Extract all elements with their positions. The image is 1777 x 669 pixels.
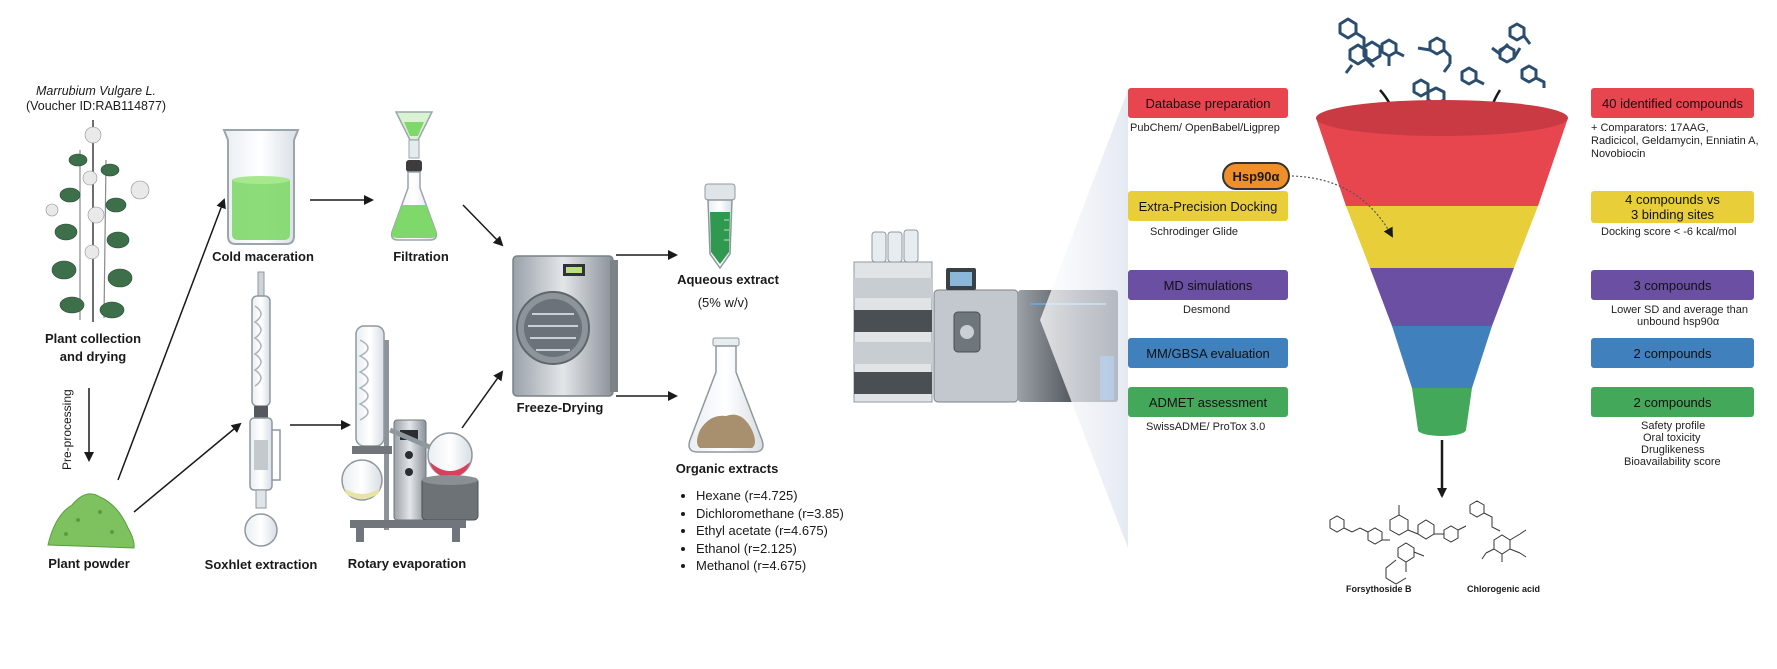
funnel-band <box>1370 268 1514 326</box>
hplc-instrument-illustration <box>853 229 933 403</box>
workflow-steps-column: Database preparation PubChem/ OpenBabel/… <box>1128 88 1288 548</box>
step-sub: Desmond <box>1183 304 1231 316</box>
marrubium-plant-illustration <box>45 120 150 322</box>
step-sub: SwissADME/ ProTox 3.0 <box>1146 421 1266 433</box>
organic-extracts-label: Organic extracts <box>675 461 779 476</box>
plant-species-name: Marrubium Vulgare L. <box>36 84 156 98</box>
result-sub: Oral toxicity <box>1643 432 1701 444</box>
result-sub: Radicicol, Geldamycin, Enniatin A, <box>1591 135 1759 147</box>
step-label: MD simulations <box>1163 277 1253 293</box>
solvent-item: Ethyl acetate (r=4.675) <box>696 522 844 540</box>
result-label: 3 compounds <box>1633 277 1712 293</box>
plant-powder-label: Plant powder <box>48 556 130 571</box>
results-column: 40 identified compounds + Comparators: 1… <box>1591 88 1771 488</box>
step-admet: ADMET assessment <box>1128 387 1288 417</box>
rotary-evaporation-label: Rotary evaporation <box>347 556 467 571</box>
step-sub: PubChem/ OpenBabel/Ligprep <box>1130 122 1280 134</box>
step-mmgbsa: MM/GBSA evaluation <box>1128 338 1288 368</box>
zoom-panel-background <box>1040 90 1128 548</box>
result-sub: Safety profile <box>1641 420 1706 432</box>
solvent-item: Ethanol (r=2.125) <box>696 540 844 558</box>
funnel-rim <box>1316 100 1568 136</box>
preprocessing-label: Pre-processing <box>60 389 74 470</box>
forsythoside-b-structure <box>1329 505 1467 585</box>
forsythoside-b-label: Forsythoside B <box>1346 584 1412 594</box>
solvent-item: Dichloromethane (r=3.85) <box>696 505 844 523</box>
result-sub: + Comparators: 17AAG, <box>1591 122 1709 134</box>
step-label: ADMET assessment <box>1148 394 1268 410</box>
result-sub: Novobiocin <box>1591 148 1646 160</box>
result-sub: Druglikeness <box>1641 444 1705 456</box>
funnel-band <box>1392 326 1492 388</box>
result-40-compounds: 40 identified compounds <box>1591 88 1754 118</box>
screening-funnel <box>1316 100 1568 436</box>
filtration-label: Filtration <box>393 249 449 264</box>
cold-maceration-label: Cold maceration <box>212 249 314 264</box>
result-label: 3 binding sites <box>1630 207 1715 222</box>
beaker-illustration <box>222 129 300 245</box>
funnel-band <box>1412 388 1472 430</box>
step-sub: Schrodinger Glide <box>1150 226 1239 238</box>
soxhlet-extraction-label: Soxhlet extraction <box>204 557 318 572</box>
voucher-id: (Voucher ID:RAB114877) <box>25 99 167 113</box>
step-md-simulations: MD simulations <box>1128 270 1288 300</box>
soxhlet-apparatus-illustration <box>244 271 281 547</box>
solvent-list: Hexane (r=4.725) Dichloromethane (r=3.85… <box>680 487 844 575</box>
result-4-compounds: 4 compounds vs 3 binding sites <box>1591 191 1754 223</box>
hsp90-label: Hsp90α <box>1232 168 1280 184</box>
filtration-funnel-illustration <box>390 111 438 241</box>
aqueous-concentration: (5% w/v) <box>697 295 749 310</box>
result-3-compounds: 3 compounds <box>1591 270 1754 300</box>
falcon-tube-illustration <box>704 183 736 270</box>
chlorogenic-acid-structure <box>1469 500 1527 562</box>
funnel-band <box>1316 118 1568 206</box>
result-label: 40 identified compounds <box>1602 95 1743 111</box>
step-label: Database preparation <box>1145 95 1271 111</box>
result-label: 2 compounds <box>1633 394 1712 410</box>
result-2-compounds-mmgbsa: 2 compounds <box>1591 338 1754 368</box>
plant-drying-label: and drying <box>59 349 127 364</box>
freeze-dryer-illustration <box>512 255 618 397</box>
solvent-item: Methanol (r=4.675) <box>696 557 844 575</box>
result-sub: unbound hsp90α <box>1637 316 1720 328</box>
plant-collection-label: Plant collection <box>44 331 142 346</box>
result-2-compounds-admet: 2 compounds <box>1591 387 1754 417</box>
step-xp-docking: Extra-Precision Docking <box>1128 191 1288 221</box>
molecule-icons <box>1338 17 1546 106</box>
step-label: MM/GBSA evaluation <box>1146 345 1270 361</box>
hsp90-target-badge: Hsp90α <box>1222 162 1290 190</box>
erlenmeyer-flask-illustration <box>688 337 764 453</box>
aqueous-extract-label: Aqueous extract <box>677 272 779 287</box>
solvent-item: Hexane (r=4.725) <box>696 487 844 505</box>
result-label: 2 compounds <box>1633 345 1712 361</box>
step-label: Extra-Precision Docking <box>1138 198 1278 214</box>
plant-powder-illustration <box>47 493 135 549</box>
result-sub: Bioavailability score <box>1624 456 1721 468</box>
result-sub: Docking score < -6 kcal/mol <box>1601 226 1737 238</box>
funnel-band <box>1346 206 1538 268</box>
freeze-drying-label: Freeze-Drying <box>516 400 604 415</box>
result-label: 4 compounds vs <box>1625 192 1720 207</box>
chlorogenic-acid-label: Chlorogenic acid <box>1467 584 1541 594</box>
rotary-evaporator-illustration <box>341 325 479 542</box>
step-database-preparation: Database preparation <box>1128 88 1288 118</box>
funnel-tip <box>1418 424 1466 436</box>
result-sub: Lower SD and average than <box>1611 304 1748 316</box>
